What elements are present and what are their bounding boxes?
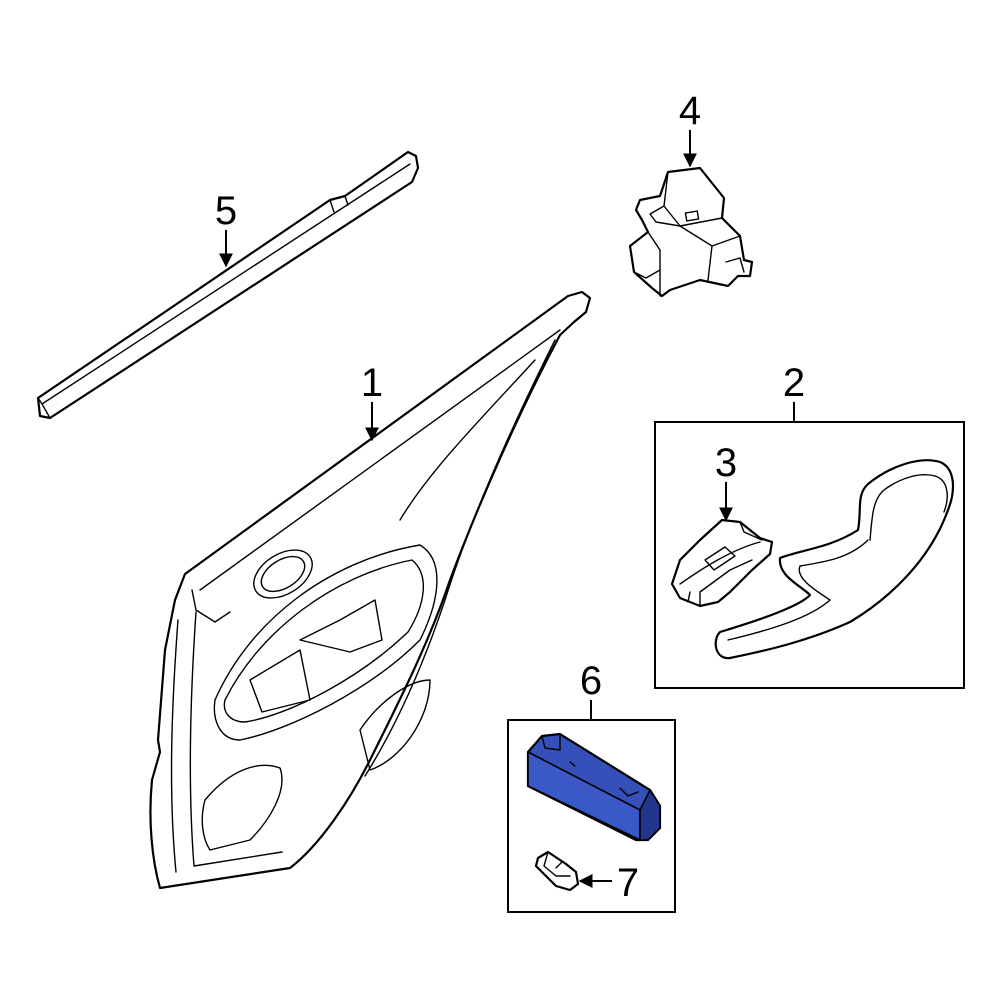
courtesy-lamp-part[interactable] xyxy=(526,732,662,842)
callout-2: 2 xyxy=(783,361,805,405)
callout-4: 4 xyxy=(679,89,701,133)
bulb-part[interactable] xyxy=(534,850,580,892)
callout-1: 1 xyxy=(361,361,383,405)
callout-3: 3 xyxy=(715,441,737,485)
callout-6: 6 xyxy=(580,659,602,703)
door-trim-panel-part[interactable] xyxy=(149,290,592,890)
belt-molding-part[interactable] xyxy=(36,150,420,420)
window-switch-part[interactable] xyxy=(628,166,754,298)
switch-bezel-part[interactable] xyxy=(670,518,774,608)
pull-handle-part[interactable] xyxy=(714,459,955,660)
part-2-frame xyxy=(654,421,965,689)
callout-7: 7 xyxy=(617,861,639,905)
callout-5: 5 xyxy=(215,189,237,233)
